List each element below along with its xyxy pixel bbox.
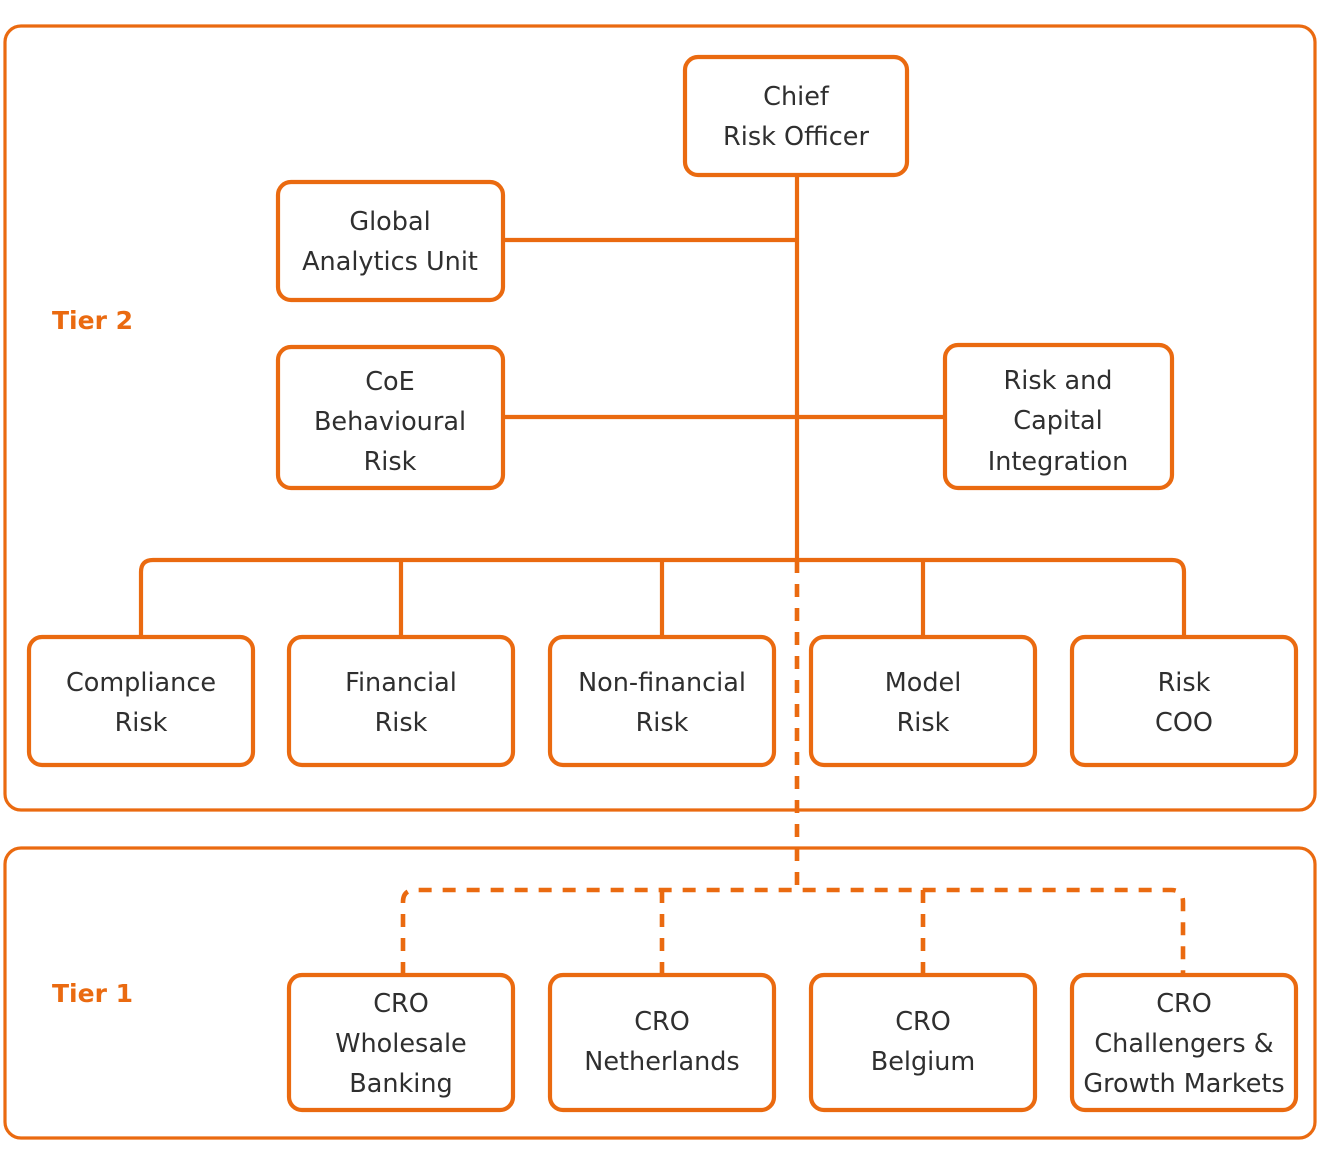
node-compliance-risk-box[interactable] — [26, 634, 256, 768]
node-compliance-risk-line2: Risk — [115, 708, 168, 738]
node-chief-risk-officer-box[interactable] — [682, 54, 910, 178]
node-cro-belgium[interactable]: CRO Belgium — [808, 972, 1038, 1113]
node-coe-behavioural-risk[interactable]: CoE Behavioural Risk — [275, 344, 506, 491]
node-cro-belgium-line1: CRO — [895, 1007, 951, 1037]
node-non-financial-risk-box[interactable] — [547, 634, 777, 768]
node-non-financial-risk-line2: Risk — [636, 708, 689, 738]
node-model-risk-box[interactable] — [808, 634, 1038, 768]
node-risk-coo-line1: Risk — [1158, 668, 1211, 698]
node-cro-netherlands-line2: Netherlands — [584, 1047, 739, 1077]
node-chief-risk-officer-line1: Chief — [763, 82, 830, 112]
node-non-financial-risk-line1: Non-financial — [578, 668, 746, 698]
node-risk-capital-integration-line1: Risk and — [1004, 366, 1113, 396]
node-financial-risk[interactable]: Financial Risk — [286, 634, 516, 768]
node-chief-risk-officer-line2: Risk Officer — [723, 122, 869, 152]
node-model-risk[interactable]: Model Risk — [808, 634, 1038, 768]
connector-tier1-dashed-bus — [400, 887, 1186, 975]
node-cro-challengers-growth-markets-box[interactable] — [1069, 972, 1299, 1113]
node-risk-coo[interactable]: Risk COO — [1069, 634, 1299, 768]
node-coe-behavioural-risk-line3: Risk — [364, 447, 417, 477]
node-risk-coo-box[interactable] — [1069, 634, 1299, 768]
node-cro-belgium-box[interactable] — [808, 972, 1038, 1113]
node-cro-challengers-growth-markets-line1: CRO — [1156, 989, 1212, 1019]
node-cro-netherlands-line1: CRO — [634, 1007, 690, 1037]
node-cro-netherlands-box[interactable] — [547, 972, 777, 1113]
node-global-analytics-unit-line1: Global — [349, 207, 430, 237]
node-cro-wholesale-banking[interactable]: CRO Wholesale Banking — [286, 972, 516, 1113]
node-risk-capital-integration-box[interactable] — [942, 342, 1175, 491]
node-coe-behavioural-risk-line1: CoE — [365, 367, 415, 397]
node-cro-challengers-growth-markets-line3: Growth Markets — [1083, 1069, 1284, 1099]
node-cro-wholesale-banking-line3: Banking — [349, 1069, 452, 1099]
tier1-label: Tier 1 — [52, 979, 133, 1008]
node-coe-behavioural-risk-line2: Behavioural — [314, 407, 466, 437]
node-cro-wholesale-banking-box[interactable] — [286, 972, 516, 1113]
node-model-risk-line1: Model — [885, 668, 962, 698]
node-cro-belgium-line2: Belgium — [871, 1047, 976, 1077]
node-risk-capital-integration[interactable]: Risk and Capital Integration — [942, 342, 1175, 491]
node-model-risk-line2: Risk — [897, 708, 950, 738]
node-financial-risk-line2: Risk — [375, 708, 428, 738]
node-cro-challengers-growth-markets[interactable]: CRO Challengers & Growth Markets — [1069, 972, 1299, 1113]
node-global-analytics-unit-line2: Analytics Unit — [302, 247, 478, 277]
node-coe-behavioural-risk-box[interactable] — [275, 344, 506, 491]
node-risk-capital-integration-line2: Capital — [1013, 406, 1102, 436]
node-cro-challengers-growth-markets-line2: Challengers & — [1094, 1029, 1273, 1059]
node-compliance-risk[interactable]: Compliance Risk — [26, 634, 256, 768]
tier2-label: Tier 2 — [52, 306, 133, 335]
tier1-container — [3, 846, 1317, 1140]
node-financial-risk-box[interactable] — [286, 634, 516, 768]
node-cro-wholesale-banking-line1: CRO — [373, 989, 429, 1019]
node-risk-capital-integration-line3: Integration — [988, 447, 1129, 477]
node-global-analytics-unit[interactable]: Global Analytics Unit — [275, 179, 506, 303]
node-cro-wholesale-banking-line2: Wholesale — [335, 1029, 466, 1059]
node-global-analytics-unit-box[interactable] — [275, 179, 506, 303]
tier2-container — [3, 24, 1317, 812]
node-risk-coo-line2: COO — [1155, 708, 1213, 738]
node-non-financial-risk[interactable]: Non-financial Risk — [547, 634, 777, 768]
node-chief-risk-officer[interactable]: Chief Risk Officer — [682, 54, 910, 178]
node-compliance-risk-line1: Compliance — [66, 668, 216, 698]
node-financial-risk-line1: Financial — [345, 668, 457, 698]
node-cro-netherlands[interactable]: CRO Netherlands — [547, 972, 777, 1113]
